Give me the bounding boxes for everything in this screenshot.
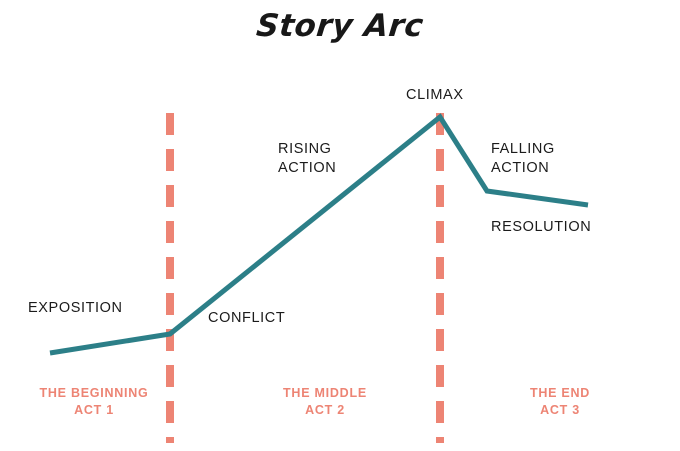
act-label-end: THE END ACT 3 — [529, 386, 591, 417]
label-resolution: RESOLUTION — [491, 219, 592, 235]
label-conflict: CONFLICT — [208, 310, 286, 326]
label-climax: CLIMAX — [406, 87, 464, 103]
label-exposition: EXPOSITION — [28, 300, 123, 316]
act-dividers — [166, 113, 444, 443]
act-label-middle: THE MIDDLE ACT 2 — [283, 386, 367, 417]
act-label-beginning: THE BEGINNING ACT 1 — [39, 386, 149, 417]
label-rising-action: RISING ACTION — [278, 141, 337, 177]
label-falling-action: FALLING ACTION — [491, 141, 555, 177]
story-arc-line — [49, 113, 589, 356]
